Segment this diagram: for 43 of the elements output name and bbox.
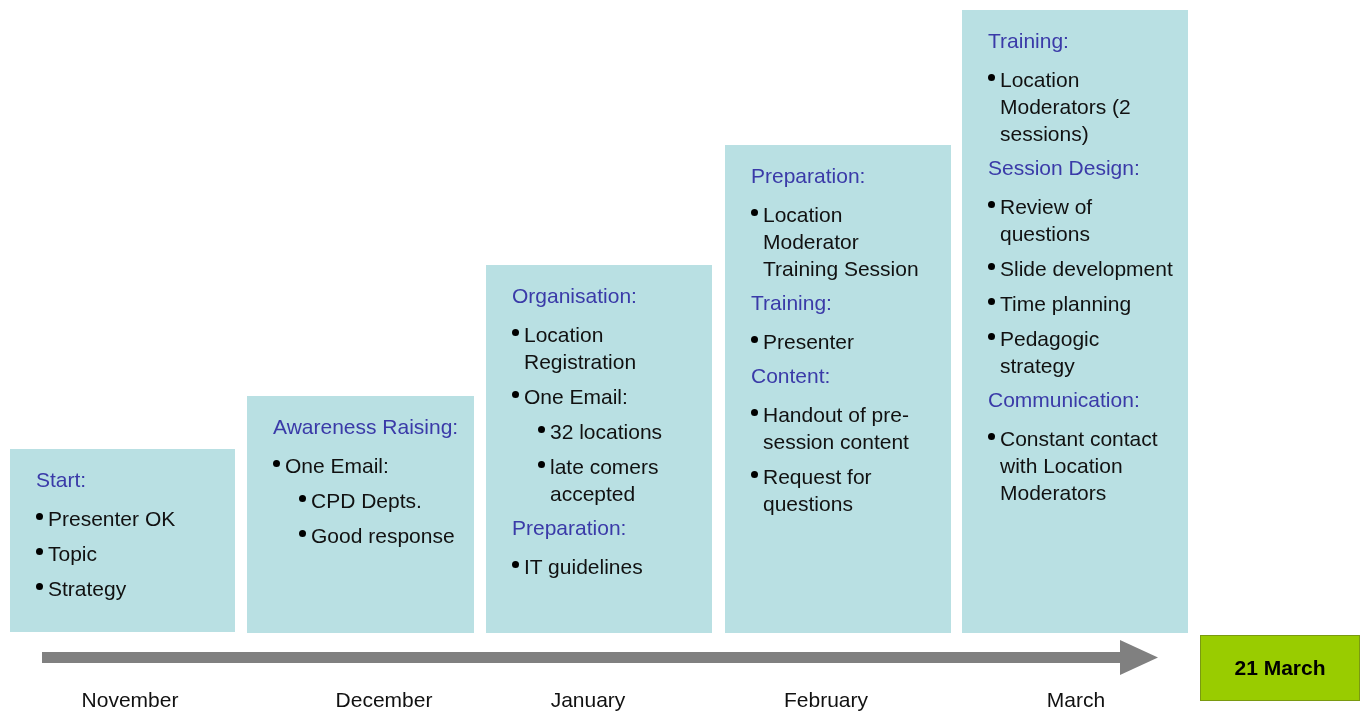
section-heading: Session Design:	[988, 155, 1141, 181]
bullet-item: Review of questions	[988, 193, 1174, 247]
bullet-item: Presenter	[751, 328, 937, 355]
section-heading: Preparation:	[512, 515, 628, 541]
stage-panel	[725, 145, 951, 633]
stage-panel	[962, 10, 1188, 633]
bullet-item: Presenter OK	[36, 505, 221, 532]
bullet-item: One Email:	[512, 383, 698, 410]
month-label: November	[81, 688, 179, 712]
section-heading: Communication:	[988, 387, 1141, 413]
section-heading: Organisation:	[512, 283, 638, 309]
bullet-item: Location Moderators (2 sessions)	[988, 66, 1174, 147]
section-heading: Content:	[751, 363, 832, 389]
section-heading: Training:	[988, 28, 1070, 54]
stage-panel	[247, 396, 474, 633]
sub-bullet-item: 32 locations	[538, 418, 698, 445]
section-heading: Preparation:	[751, 163, 867, 189]
bullet-item: IT guidelines	[512, 553, 698, 580]
sub-bullet-item: Good response	[299, 522, 460, 549]
stage-panel	[10, 449, 235, 632]
month-label: March	[1046, 688, 1106, 712]
sub-bullet-item: late comers accepted	[538, 453, 698, 507]
section-heading: Awareness Raising:	[273, 414, 460, 440]
milestone-box	[1200, 635, 1360, 701]
section-heading: Training:	[751, 290, 833, 316]
stage-panel	[486, 265, 712, 633]
bullet-item: Location Moderator Training Session	[751, 201, 937, 282]
bullet-item: Request for questions	[751, 463, 937, 517]
bullet-item: Constant contact with Location Moderators	[988, 425, 1174, 506]
bullet-item: Pedagogic strategy	[988, 325, 1174, 379]
month-label: February	[784, 688, 868, 712]
sub-bullet-item: CPD Depts.	[299, 487, 460, 514]
section-heading: Start:	[36, 467, 88, 493]
bullet-item: Time planning	[988, 290, 1174, 317]
milestone-text: 21 March	[1234, 656, 1326, 680]
bullet-item: Topic	[36, 540, 221, 567]
bullet-item: Handout of pre-session content	[751, 401, 937, 455]
bullet-item: Location Registration	[512, 321, 698, 375]
month-label: December	[335, 688, 433, 712]
month-label: January	[550, 688, 626, 712]
bullet-item: Strategy	[36, 575, 221, 602]
bullet-item: Slide development	[988, 255, 1174, 282]
bullet-item: One Email:	[273, 452, 460, 479]
